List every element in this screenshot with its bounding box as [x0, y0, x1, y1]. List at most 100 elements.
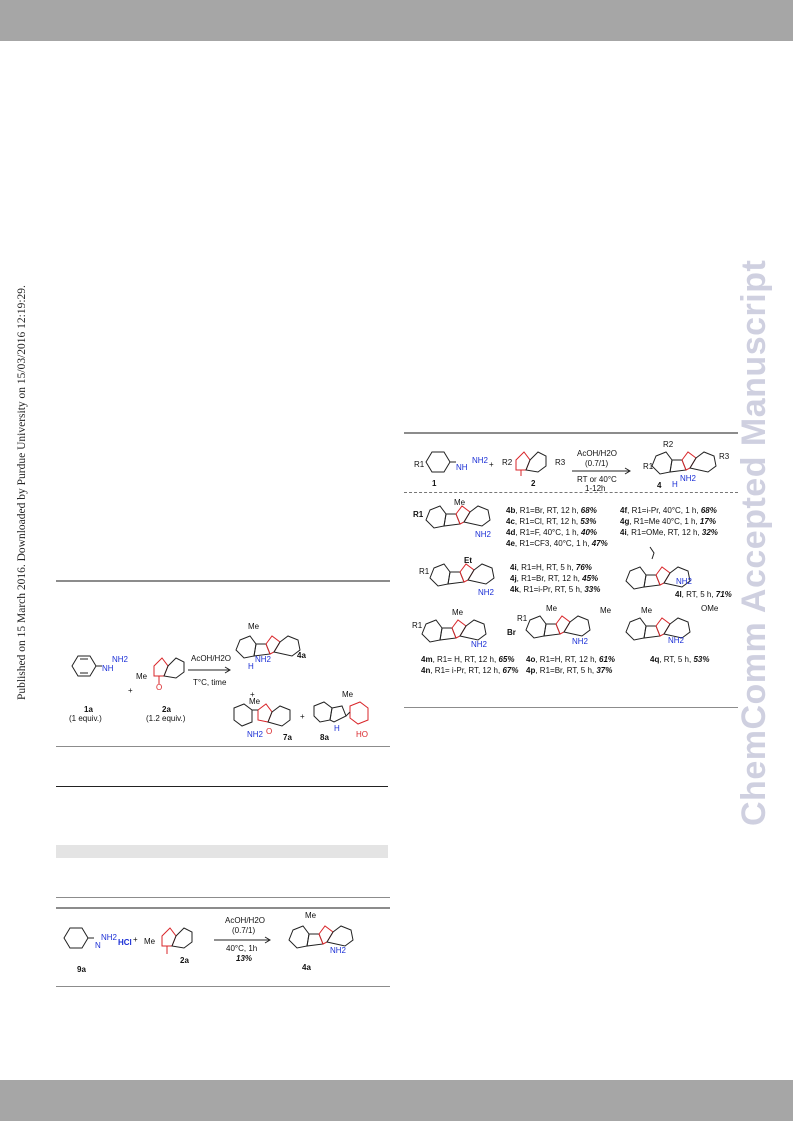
- substituent-r1-c: R1: [412, 621, 423, 630]
- product-4c: 4c, R1=Cl, RT, 12 h, 53%: [506, 517, 597, 526]
- scheme2-cond-1: AcOH/H2O: [225, 916, 266, 925]
- ethyl-label: Et: [464, 556, 472, 565]
- carbonyl-o-7a: O: [266, 727, 273, 736]
- table-bottom-rule: [56, 897, 390, 898]
- methyl-label-2a-b: Me: [144, 937, 156, 946]
- general-cond-4: 1-12h: [585, 484, 606, 493]
- product-4g: 4g, R1=Me 40°C, 1 h, 17%: [620, 517, 716, 526]
- product-series-d-structure: [525, 615, 591, 639]
- amine-series-d: NH2: [572, 637, 589, 646]
- general-product-r2: R2: [663, 440, 674, 449]
- hcl-label: HCl: [118, 938, 132, 947]
- general-arrow: [572, 467, 631, 475]
- general-cond-3: RT or 40°C: [577, 475, 617, 484]
- product-4l: 4l, RT, 5 h, 71%: [675, 590, 732, 599]
- methyl-label-7a: Me: [249, 697, 261, 706]
- product-4i-h: 4i, R1=H, RT, 5 h, 76%: [510, 563, 592, 572]
- scheme2-top-rule: [56, 907, 390, 909]
- general-product-structure: [651, 451, 717, 475]
- scheme-bottom-rule: [56, 746, 390, 747]
- indole-8a-structure: [313, 701, 369, 725]
- general-cond-1: AcOH/H2O: [577, 449, 618, 458]
- general-r2: R2: [502, 458, 513, 467]
- conditions-bottom: T°C, time: [193, 678, 227, 687]
- general-product-r1: R1: [643, 462, 654, 471]
- table-shaded-row: [56, 845, 388, 858]
- general-label-4: 4: [657, 481, 662, 490]
- methyl-label-4q: Me: [641, 606, 653, 615]
- methyl-label-d1: Me: [546, 604, 558, 613]
- phenylhydrazine-hcl-structure: [63, 927, 94, 949]
- label-4a: 4a: [297, 651, 306, 660]
- substituent-r1-d: R1: [517, 614, 528, 623]
- product-4f: 4f, R1=i-Pr, 40°C, 1 h, 68%: [620, 506, 717, 515]
- product-4m: 4m, R1= H, RT, 12 h, 65%: [421, 655, 515, 664]
- byproduct-7a-structure: [233, 703, 291, 727]
- hydrazine-nh: NH: [102, 664, 114, 673]
- scheme2-cond-3: 40°C, 1h: [226, 944, 258, 953]
- methyl-label-8a: Me: [342, 690, 354, 699]
- scheme3-bottom-rule: [404, 707, 738, 708]
- table-header-rule: [56, 786, 388, 787]
- general-product-nh2: NH2: [680, 474, 697, 483]
- plus-sign: +: [128, 686, 133, 695]
- methyl-label-4a-b: Me: [305, 911, 317, 920]
- product-4p: 4p, R1=Br, RT, 5 h, 37%: [526, 666, 613, 675]
- product-4b: 4b, R1=Br, RT, 12 h, 68%: [506, 506, 597, 515]
- bromo-label: Br: [507, 628, 516, 637]
- substituent-r1-b: R1: [419, 567, 430, 576]
- scheme2-cond-2: (0.7/1): [232, 926, 256, 935]
- product-4j: 4j, R1=Br, RT, 12 h, 45%: [510, 574, 599, 583]
- benzofuranone-structure-b: [161, 927, 193, 954]
- reaction-arrow-2: [214, 936, 271, 944]
- label-9a: 9a: [77, 965, 86, 974]
- methyl-label-a: Me: [454, 498, 466, 507]
- general-product-h: H: [672, 480, 678, 489]
- amine-7a: NH2: [247, 730, 264, 739]
- product-series-a-structure: [425, 505, 491, 529]
- product-4o: 4o, R1=H, RT, 12 h, 61%: [526, 655, 616, 664]
- amine-9a: NH2: [101, 933, 118, 942]
- general-product-r3: R3: [719, 452, 730, 461]
- product-series-b-structure: [429, 563, 495, 587]
- product-4k: 4k, R1=i-Pr, RT, 5 h, 33%: [510, 585, 601, 594]
- substituent-r1-a: R1: [413, 510, 424, 519]
- phenol-oh-8a: HO: [356, 730, 368, 739]
- accepted-manuscript-watermark: ChemComm Accepted Manuscript: [735, 259, 773, 826]
- amine-4a-b: NH2: [330, 946, 347, 955]
- product-4n: 4n, R1= i-Pr, RT, 12 h, 67%: [421, 666, 519, 675]
- product-4e: 4e, R1=CF3, 40°C, 1 h, 47%: [506, 539, 608, 548]
- general-label-2: 2: [531, 479, 536, 488]
- indoline-h-4a: H: [248, 662, 254, 671]
- plus-sign-2: +: [250, 690, 255, 699]
- product-4i-ome: 4i, R1=OMe, RT, 12 h, 32%: [620, 528, 718, 537]
- phenylhydrazine-structure: [71, 655, 102, 677]
- amine-series-c: NH2: [471, 640, 488, 649]
- scheme2-bottom-rule: [56, 986, 390, 987]
- top-bar: [0, 0, 793, 41]
- general-benzofuranone-structure: [515, 451, 547, 476]
- label-4a-b: 4a: [302, 963, 311, 972]
- scheme3-top-rule: [404, 432, 738, 434]
- hydrazine-9a-label: N: [95, 941, 101, 950]
- amine-series-a: NH2: [475, 530, 492, 539]
- product-4d: 4d, R1=F, 40°C, 1 h, 40%: [506, 528, 598, 537]
- amine-4q: NH2: [668, 636, 685, 645]
- label-2a-equiv: (1.2 equiv.): [146, 714, 186, 723]
- general-label-1: 1: [432, 479, 437, 488]
- conditions-top: AcOH/H2O: [191, 654, 232, 663]
- general-plus: +: [489, 460, 494, 469]
- methyl-label-4a: Me: [248, 622, 260, 631]
- scheme2-yield: 13%: [236, 954, 253, 963]
- amine-4a: NH2: [255, 655, 272, 664]
- plus-sign-4: +: [133, 935, 138, 944]
- methyl-label-c: Me: [452, 608, 464, 617]
- bottom-bar: [0, 1080, 793, 1121]
- general-nh: NH: [456, 463, 468, 472]
- methyl-label-d2: Me: [600, 606, 612, 615]
- label-7a: 7a: [283, 733, 292, 742]
- label-1a-equiv: (1 equiv.): [69, 714, 102, 723]
- product-4l-structure: [625, 546, 691, 590]
- general-nh2: NH2: [472, 456, 489, 465]
- spiro-product-4a-structure: [235, 635, 301, 659]
